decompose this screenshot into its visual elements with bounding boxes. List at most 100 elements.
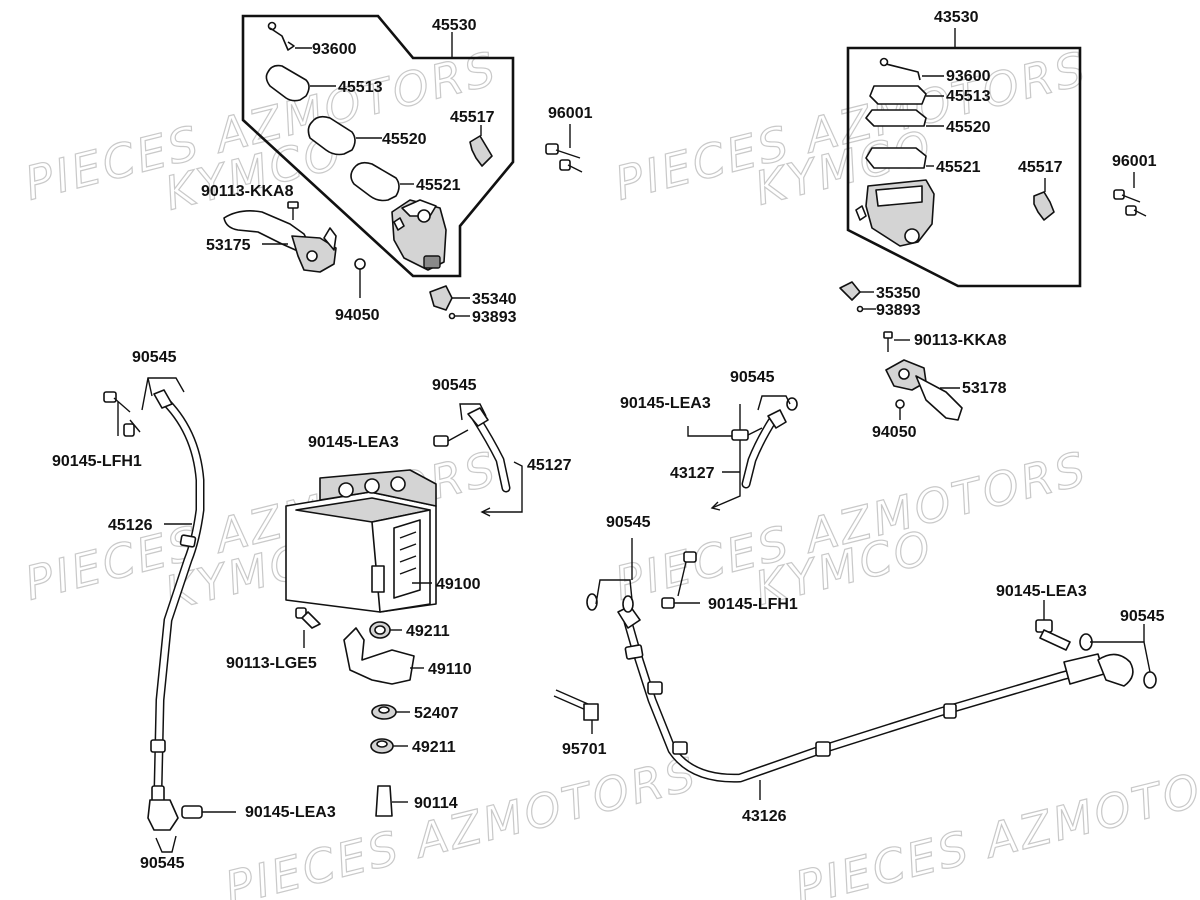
bolt-icon [295,607,321,648]
part-labels: 45530 93600 45513 45517 45520 45521 9011… [52,9,1165,872]
brake-lever-icon [885,359,963,421]
part-label-96001: 96001 [1112,153,1157,170]
part-label-90545: 90545 [140,855,185,872]
part-label-93893: 93893 [472,309,517,326]
brake-lever-icon [223,210,337,273]
part-label-45126: 45126 [108,517,153,534]
leader-line [757,395,791,411]
leader-line [155,835,177,853]
part-label-95701: 95701 [562,741,607,758]
diaphragm-icon [865,109,927,127]
washer-icon [354,258,366,298]
abs-unit-icon [285,469,437,613]
grommet-icon [370,738,408,754]
plate-icon [350,161,400,202]
master-cylinder-icon [391,199,447,271]
part-label-45521: 45521 [936,159,981,176]
bolt-icon [731,427,763,441]
bolt-icon [545,124,583,173]
watermark-text: PIECES AZMOTORS [790,746,1200,900]
leader-line [482,461,523,513]
part-label-45520: 45520 [382,131,427,148]
clamp-icon [1033,191,1055,221]
part-label-90545: 90545 [1120,608,1165,625]
washer-icon [586,593,634,613]
part-label-49211: 49211 [412,739,456,756]
grommet-icon [369,621,402,639]
part-label-93600: 93600 [312,41,357,58]
part-label-43126: 43126 [742,808,787,825]
brake-hose-43126 [617,605,1134,783]
screw-icon [879,57,921,81]
part-label-90145-lea3: 90145-LEA3 [308,434,399,451]
part-label-52407: 52407 [414,705,459,722]
reservoir-cap-icon [869,85,927,105]
part-label-90545: 90545 [730,369,775,386]
clamp-icon [469,135,493,167]
bolt-icon [181,805,236,819]
bolt-icon [103,391,141,437]
part-label-43127: 43127 [670,465,715,482]
part-label-94050: 94050 [335,307,380,324]
part-label-90545: 90545 [132,349,177,366]
part-label-49110: 49110 [428,661,472,678]
leader-line [147,377,153,397]
part-label-49100: 49100 [436,576,481,593]
part-label-93893: 93893 [876,302,921,319]
leader-line [595,579,633,605]
part-label-90145-lea3: 90145-LEA3 [245,804,336,821]
collar-icon [375,785,408,817]
group-frame-45530 [241,14,515,278]
leader-line [141,377,185,411]
part-label-45521: 45521 [416,177,461,194]
leader-line [480,507,491,517]
part-label-43530: 43530 [934,9,979,26]
bracket-icon [343,627,424,685]
part-label-45127: 45127 [527,457,572,474]
brake-switch-icon [839,281,876,313]
leader-line [687,426,732,437]
part-label-53178: 53178 [962,380,1007,397]
part-label-90145-lea3: 90145-LEA3 [620,395,711,412]
part-label-93600: 93600 [946,68,991,85]
screw-icon [287,201,299,220]
screw-icon [267,21,295,51]
part-label-90545: 90545 [432,377,477,394]
bolt-icon [1035,600,1071,651]
reservoir-cap-icon [265,64,310,102]
watermark-text: PIECES AZMOTORS [220,746,703,900]
part-label-45517: 45517 [450,109,495,126]
brake-hose-43127 [741,397,798,489]
brake-hose-45126 [147,389,205,831]
pin-icon [553,689,599,734]
part-label-45513: 45513 [946,88,991,105]
right-master-cylinder-group [846,28,1082,288]
part-label-96001: 96001 [548,105,593,122]
part-label-90113-kka8: 90113-KKA8 [201,183,294,200]
leader-line [459,403,487,421]
plate-icon [865,147,927,169]
brake-switch-icon [429,285,470,320]
part-label-45513: 45513 [338,79,383,96]
left-master-cylinder-group [241,14,515,278]
part-label-45517: 45517 [1018,159,1063,176]
part-label-35340: 35340 [472,291,517,308]
bolt-icon [433,429,469,447]
part-label-90114: 90114 [414,795,458,812]
part-label-45530: 45530 [432,17,477,34]
part-label-53175: 53175 [206,237,251,254]
bolt-icon [1113,172,1147,217]
group-frame-43530 [846,46,1082,288]
brake-hose-45127 [467,407,511,493]
part-label-90145-lfh1: 90145-LFH1 [52,453,142,470]
master-cylinder-icon [855,179,935,247]
part-label-45520: 45520 [946,119,991,136]
part-label-94050: 94050 [872,424,917,441]
leader-line [710,501,721,511]
part-label-90113-kka8: 90113-KKA8 [914,332,1007,349]
leader-line [711,404,741,509]
screw-icon [883,331,910,352]
part-label-90145-lea3: 90145-LEA3 [996,583,1087,600]
part-label-90145-lfh1: 90145-LFH1 [708,596,798,613]
